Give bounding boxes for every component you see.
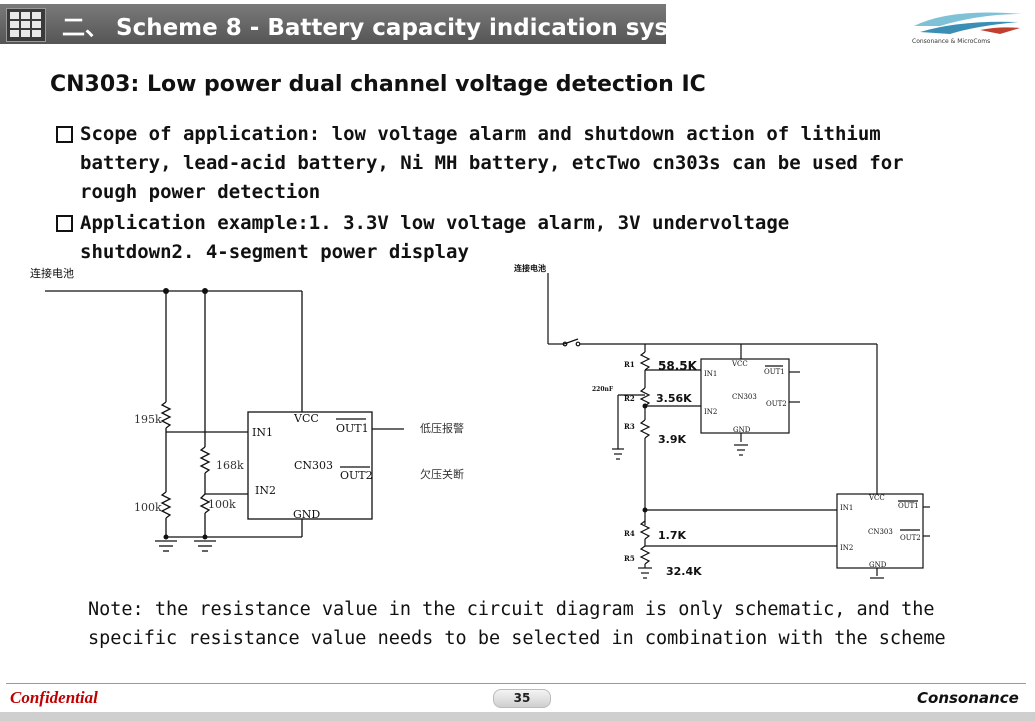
confidential-label: Confidential: [10, 688, 98, 707]
resistor-value: 3.9K: [658, 433, 686, 446]
resistor-label: 100k: [134, 501, 162, 514]
pin-label: IN1: [252, 426, 273, 439]
pin-label: OUT1: [336, 422, 369, 435]
resistor-label: 100k: [208, 498, 236, 511]
battery-label: 连接电池: [30, 267, 74, 280]
resistor-id: R2: [624, 394, 635, 403]
resistor-id: R1: [624, 360, 635, 369]
pin-label: IN2: [704, 408, 717, 416]
bullet-text: Application example:1. 3.3V low voltage …: [80, 212, 790, 263]
chip-label: CN303: [732, 393, 757, 401]
grid-icon: [6, 8, 46, 42]
bottom-bar: [0, 712, 1035, 721]
page-title: 二、 Scheme 8 - Battery capacity indicatio…: [62, 15, 719, 41]
pin-label: GND: [733, 426, 751, 434]
resistor-value: 3.56K: [656, 392, 692, 405]
bullet-box-icon: [56, 215, 73, 232]
pin-label: OUT1: [764, 368, 785, 376]
resistor-value: 1.7K: [658, 529, 686, 542]
resistor-id: R3: [624, 422, 635, 431]
bullet-text: Scope of application: low voltage alarm …: [80, 123, 904, 203]
pin-label: OUT2: [900, 534, 921, 542]
circuit-diagram-right: 连接电池 R1 R2 R3 R4 R5 220nF 58.5K 3.56K 3.…: [514, 263, 930, 579]
resistor-id: R4: [624, 529, 635, 538]
output-label: 欠压关断: [420, 467, 464, 481]
chip-label: CN303: [868, 528, 893, 536]
capacitor-label: 220nF: [592, 386, 614, 393]
pin-label: IN2: [255, 484, 276, 497]
logo-text: Consonance & MicroComs: [912, 38, 991, 45]
resistor-value: 32.4K: [666, 565, 702, 578]
pin-label: GND: [869, 561, 887, 569]
note-text: Note: the resistance value in the circui…: [88, 599, 946, 649]
pin-label: VCC: [293, 412, 319, 425]
circuit-diagram-left: 连接电池 195k 168k 100k 100k VCC IN1 IN2 GND…: [30, 267, 464, 552]
battery-label: 连接电池: [514, 263, 546, 273]
pin-label: IN2: [840, 544, 853, 552]
resistor-label: 195k: [134, 413, 162, 426]
footer-brand: Consonance: [917, 689, 1019, 707]
pin-label: GND: [293, 508, 320, 521]
bullet-box-icon: [56, 126, 73, 143]
footer-divider: [6, 683, 1026, 684]
pin-label: OUT1: [898, 502, 919, 510]
title-bar: 二、 Scheme 8 - Battery capacity indicatio…: [0, 0, 1035, 50]
resistor-value: 58.5K: [658, 359, 698, 373]
pin-label: OUT2: [766, 400, 787, 408]
pin-label: IN1: [840, 504, 853, 512]
output-label: 低压报警: [420, 421, 464, 435]
pin-label: VCC: [868, 494, 885, 502]
pin-label: VCC: [731, 360, 748, 368]
pin-label: IN1: [704, 370, 717, 378]
section-heading: CN303: Low power dual channel voltage de…: [50, 72, 706, 97]
chip-label: CN303: [294, 459, 333, 472]
company-logo: [914, 12, 1022, 34]
pin-label: OUT2: [340, 469, 373, 482]
page-number: 35: [493, 689, 551, 708]
title-background: [0, 4, 666, 44]
resistor-id: R5: [624, 554, 635, 563]
resistor-label: 168k: [216, 459, 244, 472]
